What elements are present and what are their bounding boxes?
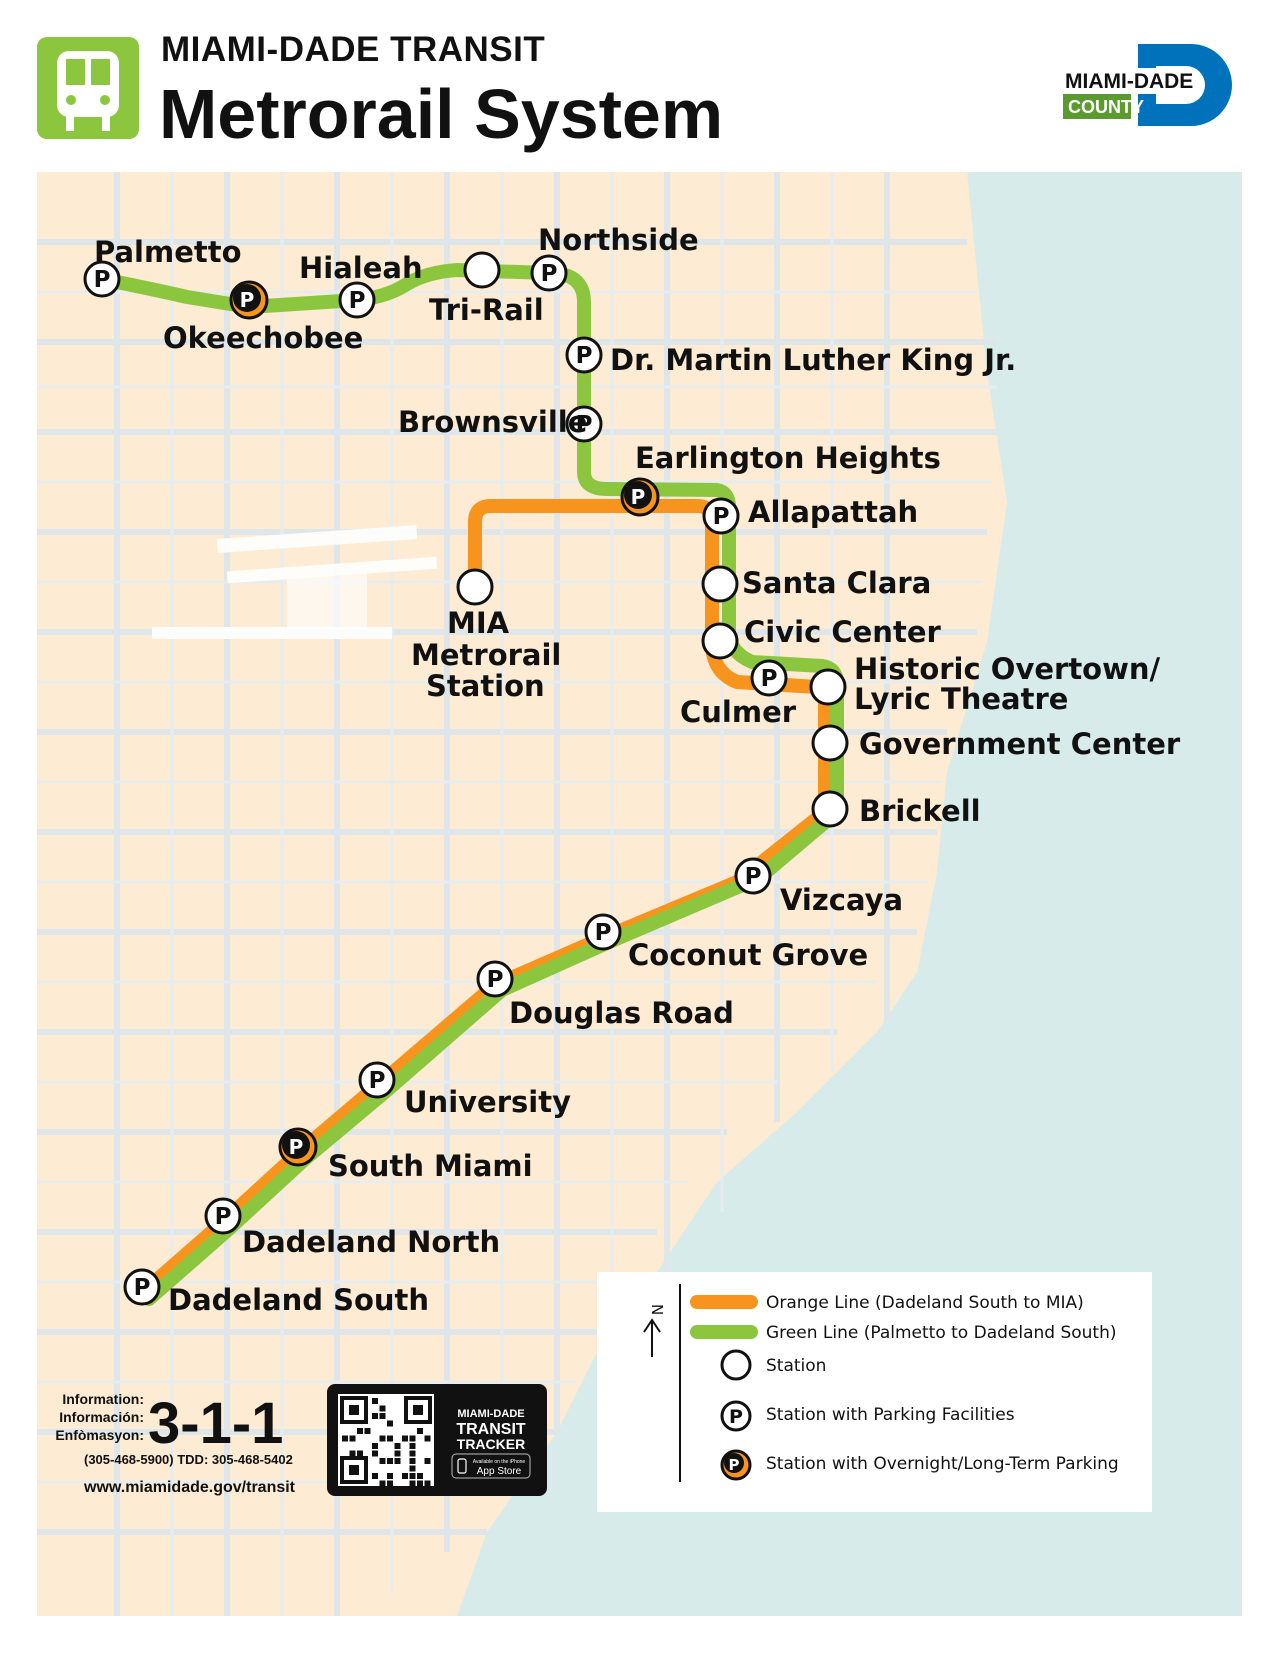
- station-label-douglasroad: Douglas Road: [509, 996, 734, 1030]
- station-marker-okeechobee: P: [229, 280, 269, 320]
- legend-overnight-text: Station with Overnight/Long-Term Parking: [766, 1454, 1119, 1474]
- parking-letter: P: [576, 343, 593, 369]
- station-label-allapattah: Allapattah: [748, 495, 918, 529]
- station-label-university: University: [404, 1085, 571, 1119]
- station-label-trirail: Tri-Rail: [429, 293, 544, 327]
- station-label-southmiami: South Miami: [328, 1149, 533, 1183]
- parking-letter: P: [94, 267, 111, 293]
- north-label: N: [648, 1304, 666, 1315]
- tracker-line1: MIAMI-DADE: [457, 1408, 524, 1420]
- station-label-okeechobee: Okeechobee: [163, 321, 363, 355]
- legend-station-icon: [720, 1349, 752, 1381]
- parking-letter: P: [745, 864, 762, 890]
- parking-letter: P: [595, 920, 612, 946]
- parking-letter: P: [487, 967, 504, 993]
- parking-letter: P: [369, 1068, 386, 1094]
- station-marker-douglasroad: P: [476, 960, 514, 998]
- station-label-santaclara: Santa Clara: [742, 566, 931, 600]
- info-number: 3-1-1: [148, 1391, 283, 1456]
- station-label-dadelandnorth: Dadeland North: [242, 1225, 500, 1259]
- parking-letter: P: [761, 666, 778, 692]
- parking-letter: P: [240, 288, 255, 312]
- station-label-northside: Northside: [538, 223, 699, 257]
- station-marker-mlk: P: [565, 336, 603, 374]
- station-marker-hialeah: P: [338, 281, 376, 319]
- logo-bottom-text: COUNTY: [1068, 97, 1144, 117]
- info-label-en: Information:: [62, 1391, 144, 1407]
- train-icon: [37, 37, 139, 139]
- info-block: Information: Información: Enfòmasyon: 3-…: [55, 1391, 295, 1496]
- phone-icon: [457, 1458, 467, 1474]
- airport-icon: [152, 525, 438, 639]
- station-label-mlk: Dr. Martin Luther King Jr.: [610, 343, 1016, 377]
- parking-letter: P: [289, 1135, 304, 1159]
- station-label-hialeah: Hialeah: [299, 251, 423, 285]
- station-label-mia-2: Metrorail: [411, 638, 561, 672]
- info-url: www.miamidade.gov/transit: [83, 1479, 296, 1496]
- county-logo: MIAMI-DADE COUNTY: [1063, 40, 1243, 126]
- legend: N Orange Line (Dadeland South to MIA) Gr…: [597, 1272, 1152, 1512]
- parking-letter: P: [576, 412, 593, 438]
- station-marker-earlington: P: [620, 477, 660, 517]
- legend-green-text: Green Line (Palmetto to Dadeland South): [766, 1323, 1117, 1343]
- station-marker-vizcaya: P: [734, 857, 772, 895]
- station-marker-university: P: [358, 1061, 396, 1099]
- station-label-civiccenter: Civic Center: [744, 615, 941, 649]
- station-label-vizcaya: Vizcaya: [780, 883, 903, 917]
- station-marker-allapattah: P: [702, 497, 740, 535]
- app-store-badge[interactable]: [451, 1453, 531, 1479]
- station-label-brickell: Brickell: [859, 794, 981, 828]
- station-label-govcenter: Government Center: [859, 727, 1181, 761]
- parking-letter: P: [541, 261, 558, 287]
- legend-parking-letter: P: [729, 1406, 743, 1428]
- station-marker-northside: P: [530, 254, 568, 292]
- parking-letter: P: [713, 504, 730, 530]
- legend-orange-text: Orange Line (Dadeland South to MIA): [766, 1293, 1084, 1313]
- tracker-line3: TRACKER: [457, 1436, 525, 1452]
- station-marker-overtown: [809, 668, 847, 706]
- legend-parking-text: Station with Parking Facilities: [766, 1405, 1015, 1425]
- agency-name: MIAMI-DADE TRANSIT: [161, 30, 546, 69]
- station-marker-civiccenter: [701, 622, 739, 660]
- logo-top-text: MIAMI-DADE: [1065, 70, 1193, 93]
- station-label-earlington: Earlington Heights: [635, 441, 941, 475]
- station-marker-southmiami: P: [278, 1127, 318, 1167]
- station-label-overtown-2: Lyric Theatre: [854, 682, 1068, 716]
- page-title: Metrorail System: [159, 75, 724, 153]
- app-store-text: App Store: [477, 1466, 522, 1477]
- station-label-culmer: Culmer: [680, 695, 797, 729]
- station-marker-culmer: P: [750, 659, 788, 697]
- parking-letter: P: [215, 1204, 232, 1230]
- info-phones: (305-468-5900) TDD: 305-468-5402: [84, 1452, 293, 1467]
- parking-letter: P: [631, 485, 646, 509]
- legend-overnight-letter: P: [729, 1456, 740, 1474]
- station-label-dadelandsouth: Dadeland South: [168, 1283, 429, 1317]
- station-marker-dadelandnorth: P: [204, 1197, 242, 1235]
- station-label-palmetto: Palmetto: [94, 235, 242, 269]
- app-store-small: Available on the iPhone: [473, 1459, 526, 1465]
- station-marker-palmetto: P: [83, 260, 121, 298]
- station-marker-santaclara: [701, 565, 739, 603]
- transit-tracker-panel: MIAMI-DADE TRANSIT TRACKER Available on …: [327, 1384, 547, 1496]
- parking-letter: P: [134, 1275, 151, 1301]
- station-marker-trirail: [463, 251, 501, 289]
- station-label-overtown-1: Historic Overtown/: [854, 652, 1161, 686]
- station-label-brownsville: Brownsville: [398, 405, 587, 439]
- info-label-ht: Enfòmasyon:: [55, 1427, 144, 1443]
- station-marker-brickell: [811, 790, 849, 828]
- info-label-es: Información:: [59, 1409, 144, 1425]
- station-marker-govcenter: [811, 724, 849, 762]
- tracker-line2: TRANSIT: [456, 1421, 526, 1438]
- station-label-mia-1: MIA: [447, 606, 510, 640]
- station-marker-coconutgrove: P: [584, 913, 622, 951]
- station-marker-mia: [456, 568, 494, 606]
- legend-parking-icon: [720, 1400, 752, 1432]
- station-label-coconutgrove: Coconut Grove: [628, 938, 868, 972]
- station-marker-dadelandsouth: P: [123, 1268, 161, 1306]
- station-label-mia-3: Station: [426, 669, 545, 703]
- metrorail-map: P P P P P P P P P P P P P P P P Palmetto Okeechobee Hia…: [37, 172, 1242, 1616]
- station-marker-brownsville: P: [565, 405, 603, 443]
- parking-letter: P: [349, 288, 366, 314]
- legend-station-text: Station: [766, 1356, 826, 1376]
